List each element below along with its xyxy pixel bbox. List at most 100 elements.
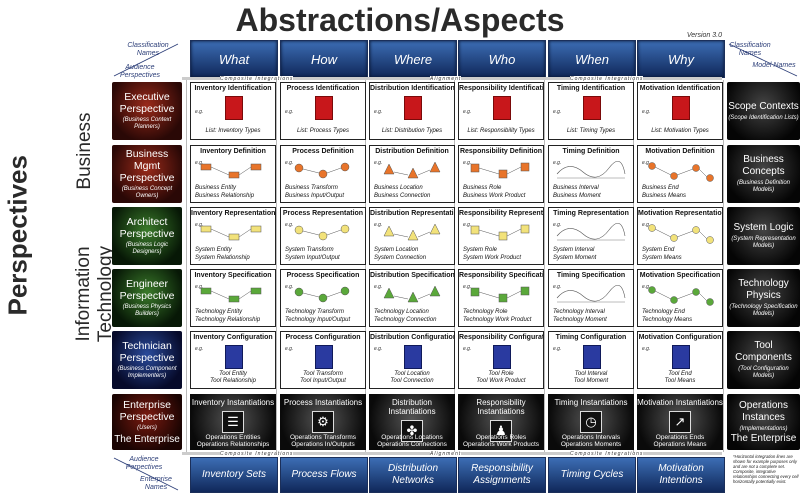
document-icon xyxy=(493,345,511,369)
model-sketch xyxy=(383,223,441,241)
example-label: e.g. xyxy=(463,160,472,166)
classification-names-label: Classification Names xyxy=(127,42,169,57)
cell-line: Business End xyxy=(642,185,679,191)
column-header-what: What xyxy=(190,40,278,78)
enterprise-name-why: Motivation Intentions xyxy=(637,457,725,493)
cell-title: Motivation Specification xyxy=(639,272,721,279)
example-label: e.g. xyxy=(374,160,383,166)
cell-title: Timing Identification xyxy=(556,85,626,92)
example-label: e.g. xyxy=(285,109,294,115)
cell-title: Motivation Representation xyxy=(638,210,723,217)
document-icon xyxy=(493,96,511,120)
column-header-why: Why xyxy=(637,40,725,78)
cell-line: System Relationship xyxy=(195,255,250,261)
example-label: e.g. xyxy=(195,109,204,115)
model-sketch xyxy=(556,285,626,303)
example-label: e.g. xyxy=(553,346,562,352)
cell-title: Process Representation xyxy=(282,210,364,217)
model-sketch xyxy=(200,163,262,179)
alignment-line xyxy=(544,80,545,452)
example-label: e.g. xyxy=(195,222,204,228)
composite-integrations-top: Composite Integrations xyxy=(220,76,294,82)
example-label: e.g. xyxy=(553,160,562,166)
cell-title: Process Instantiations xyxy=(283,398,363,407)
cell-line: System Work Product xyxy=(463,255,522,261)
row-title: Executive Perspective xyxy=(119,91,175,115)
model-cell: Responsibility Representatione.g.System … xyxy=(458,207,544,265)
chart-icon: ↗ xyxy=(669,411,691,433)
person-icon: ♟ xyxy=(490,420,512,442)
example-label: e.g. xyxy=(285,222,294,228)
model-sketch xyxy=(200,225,262,241)
cell-line: Tool Location xyxy=(394,371,430,377)
cell-title: Distribution Representation xyxy=(370,210,455,217)
document-icon xyxy=(672,345,690,369)
example-label: e.g. xyxy=(642,346,651,352)
enterprise-names-label: Enterprise Names xyxy=(140,476,172,491)
composite-integrations-bottom: Composite Integrations xyxy=(220,451,294,457)
model-subtitle: (Tool Configuration Models) xyxy=(738,366,789,379)
cell-title: Timing Representation xyxy=(553,210,629,217)
operations-cell: Motivation Instantiations↗Operations End… xyxy=(637,394,723,450)
cell-title: Timing Specification xyxy=(556,272,626,279)
cell-line: Tool Work Product xyxy=(476,378,526,384)
corner-divider-right xyxy=(728,43,798,77)
alignment-top: Alignment xyxy=(430,76,462,82)
cell-line: System Moment xyxy=(553,255,597,261)
example-label: e.g. xyxy=(553,109,562,115)
cell-line: Tool Means xyxy=(664,378,696,384)
cell-title: Responsibility Specification xyxy=(459,272,544,279)
example-label: e.g. xyxy=(195,346,204,352)
cell-title: Motivation Identification xyxy=(639,85,721,92)
example-label: e.g. xyxy=(374,284,383,290)
cell-line: Business Relationship xyxy=(195,193,255,199)
composite-integrations-bottom-right: Composite Integrations xyxy=(570,451,644,457)
model-name-1: Business Concepts(Business Definition Mo… xyxy=(727,145,800,203)
cell-line: Technology Role xyxy=(463,309,508,315)
cell-line: Tool End xyxy=(668,371,692,377)
alignment-line xyxy=(723,80,724,452)
model-sketch xyxy=(294,286,350,303)
cell-line: List: Inventory Types xyxy=(205,128,261,134)
operations-cell: Distribution Instantiations✤Operations L… xyxy=(369,394,455,450)
example-label: e.g. xyxy=(642,160,651,166)
row-extra: The Enterprise xyxy=(114,434,180,445)
row-title: Enterprise Perspective xyxy=(119,399,175,423)
corner-divider-bottom xyxy=(113,457,179,491)
cell-line: Technology Work Product xyxy=(463,317,532,323)
model-sketch xyxy=(383,285,441,303)
cell-title: Inventory Definition xyxy=(200,148,266,155)
version-label: Version 3.0 xyxy=(686,32,722,39)
cell-title: Motivation Instantiations xyxy=(637,398,723,407)
row-title: Architect Perspective xyxy=(119,216,175,240)
row-label-5: Enterprise Perspective(Users)The Enterpr… xyxy=(112,394,182,450)
cell-line: System Transform xyxy=(285,247,334,253)
cell-line: List: Responsibility Types xyxy=(467,128,535,134)
cell-title: Responsibility Identification xyxy=(459,85,544,92)
cell-line: Business Interval xyxy=(553,185,599,191)
row-subtitle: (Business Context Planners) xyxy=(122,117,172,130)
enterprise-name-what: Inventory Sets xyxy=(190,457,278,493)
model-title: System Logic xyxy=(733,222,794,233)
cell-title: Responsibility Instantiations xyxy=(476,398,526,416)
cell-title: Timing Instantiations xyxy=(554,398,628,407)
row-label-4: Technician Perspective(Business Componen… xyxy=(112,331,182,389)
example-label: e.g. xyxy=(374,109,383,115)
cell-line: Tool Interval xyxy=(574,371,608,377)
cell-line: Technology Input/Output xyxy=(285,317,351,323)
cell-line: System Connection xyxy=(374,255,427,261)
cell-title: Distribution Identification xyxy=(370,85,455,92)
information-technology-label: Information Technology xyxy=(73,245,116,343)
row-subtitle: (Business Physics Builders) xyxy=(122,304,172,317)
cell-title: Responsibility Representation xyxy=(459,210,544,217)
